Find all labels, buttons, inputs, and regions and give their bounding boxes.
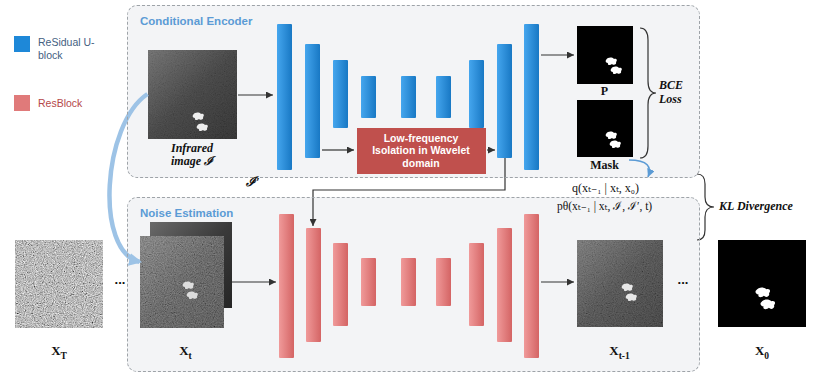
legend-text: ReSidual U-block [38, 36, 100, 62]
panel-title: Noise Estimation [140, 207, 233, 219]
noisy-image: Xt [140, 222, 232, 328]
image-caption: P [585, 85, 625, 99]
loss-label: BCE Loss [659, 78, 699, 107]
legend-item: ReSidual U-block [14, 36, 106, 62]
symbol-subscript: t [189, 350, 192, 360]
ellipsis: ... [672, 272, 694, 288]
box-label: Low-frequency Isolation in Wavelet domai… [363, 132, 480, 170]
noise-image: XT [15, 240, 103, 328]
feature-symbol: ℐ′ [246, 174, 276, 190]
label-holder: ... [672, 272, 694, 288]
symbol-subscript: 0 [764, 351, 769, 361]
ellipsis: ... [108, 272, 132, 288]
formula: pθ(xₜ₋₁ | xₜ, ℐ, ℐ′, t) [557, 200, 699, 214]
label-holder: KL Divergence [719, 199, 825, 213]
wavelet-box: Low-frequency Isolation in Wavelet domai… [357, 128, 486, 174]
result-mask: X0 [718, 240, 806, 327]
label-holder: ℐ′ [246, 174, 276, 190]
mask-image: Mask [577, 100, 633, 157]
label-holder: BCE Loss [659, 78, 699, 107]
image-caption: XT [29, 344, 89, 362]
symbol-letter: X [609, 343, 618, 358]
infrared-image: Infrared image ℐ [148, 50, 237, 139]
symbol-subscript: t-1 [619, 350, 630, 360]
image-caption: Xt [156, 344, 216, 362]
image-caption: Infrared image ℐ [160, 142, 224, 170]
label-holder: pθ(xₜ₋₁ | xₜ, ℐ, ℐ′, t) [557, 200, 699, 214]
legend-swatch [14, 36, 30, 52]
label-holder: ... [108, 272, 132, 288]
image-caption: Mask [580, 159, 630, 173]
symbol-letter: X [755, 343, 764, 358]
loss-label: KL Divergence [719, 199, 825, 213]
denoised-image: Xt-1 [577, 240, 663, 327]
label-holder: q(xₜ₋₁ | xₜ, x₀) [572, 181, 698, 195]
formula: q(xₜ₋₁ | xₜ, x₀) [572, 181, 698, 195]
legend-item: ResBlock [14, 95, 106, 108]
symbol-letter: X [179, 343, 188, 358]
legend-swatch [14, 95, 30, 111]
symbol-letter: X [51, 343, 60, 358]
prediction-image: P [577, 26, 633, 84]
symbol-subscript: T [61, 351, 67, 361]
image-caption: Xt-1 [590, 344, 650, 362]
panel-title: Conditional Encoder [140, 15, 252, 27]
legend-text: ResBlock [38, 97, 100, 110]
noise-panel: Noise EstimationXtXt-1 [127, 197, 700, 372]
encoder-panel: Conditional EncoderInfrared image ℐ Low-f… [127, 5, 700, 178]
image-caption: X0 [732, 344, 792, 362]
